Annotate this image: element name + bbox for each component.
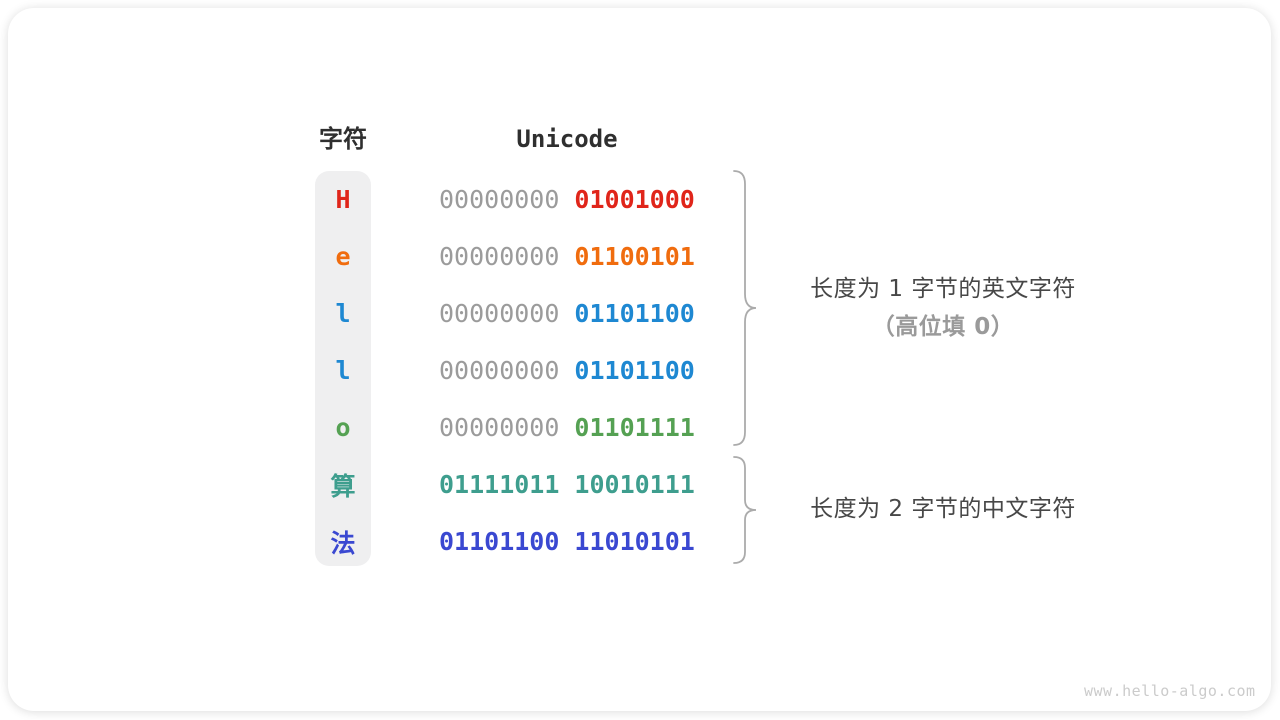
char-column-background xyxy=(315,171,371,566)
watermark-url: www.hello-algo.com xyxy=(1084,682,1256,700)
annotation-english: 长度为 1 字节的英文字符 （高位填 0） xyxy=(763,270,1123,346)
byte-low: 01001000 xyxy=(574,185,695,214)
byte-low: 01101111 xyxy=(574,413,695,442)
brace-chinese-group xyxy=(728,454,762,566)
annotation-chinese: 长度为 2 字节的中文字符 xyxy=(763,494,1123,524)
byte-high: 01111011 xyxy=(439,470,560,499)
char-glyph: 算 xyxy=(330,471,356,501)
unicode-binary-row: 00000000 01101111 xyxy=(439,399,695,456)
char-glyph: l xyxy=(335,299,351,328)
byte-high: 00000000 xyxy=(439,413,560,442)
byte-low: 01101100 xyxy=(574,356,695,385)
unicode-binary-row: 00000000 01101100 xyxy=(439,285,695,342)
char-cell: l xyxy=(315,285,371,342)
annotation-english-line1: 长度为 1 字节的英文字符 xyxy=(810,276,1076,302)
byte-high: 01101100 xyxy=(439,527,560,556)
unicode-binary-row: 01101100 11010101 xyxy=(439,513,695,570)
unicode-binary-row: 00000000 01101100 xyxy=(439,342,695,399)
byte-high: 00000000 xyxy=(439,242,560,271)
byte-high: 00000000 xyxy=(439,356,560,385)
char-cell: l xyxy=(315,342,371,399)
column-header-unicode: Unicode xyxy=(516,125,618,153)
char-cell: 法 xyxy=(315,513,371,570)
char-glyph: e xyxy=(335,242,351,271)
char-cell: o xyxy=(315,399,371,456)
char-glyph: o xyxy=(335,413,351,442)
char-cell: H xyxy=(315,171,371,228)
figure-card: 字符 Unicode H e l l o 算 法 00000000 0100100… xyxy=(8,8,1271,711)
char-cell: 算 xyxy=(315,456,371,513)
byte-low: 10010111 xyxy=(574,470,695,499)
unicode-binary-row: 00000000 01100101 xyxy=(439,228,695,285)
char-glyph: l xyxy=(335,356,351,385)
char-cell: e xyxy=(315,228,371,285)
byte-high: 00000000 xyxy=(439,185,560,214)
brace-english-group xyxy=(728,168,762,448)
char-glyph: 法 xyxy=(330,528,356,558)
char-glyph: H xyxy=(335,185,351,214)
byte-low: 11010101 xyxy=(574,527,695,556)
byte-high: 00000000 xyxy=(439,299,560,328)
unicode-binary-row: 01111011 10010111 xyxy=(439,456,695,513)
annotation-english-line2: （高位填 0） xyxy=(871,314,1015,340)
byte-low: 01100101 xyxy=(574,242,695,271)
unicode-binary-row: 00000000 01001000 xyxy=(439,171,695,228)
byte-low: 01101100 xyxy=(574,299,695,328)
column-header-char: 字符 xyxy=(319,125,367,153)
annotation-chinese-line1: 长度为 2 字节的中文字符 xyxy=(810,496,1076,522)
